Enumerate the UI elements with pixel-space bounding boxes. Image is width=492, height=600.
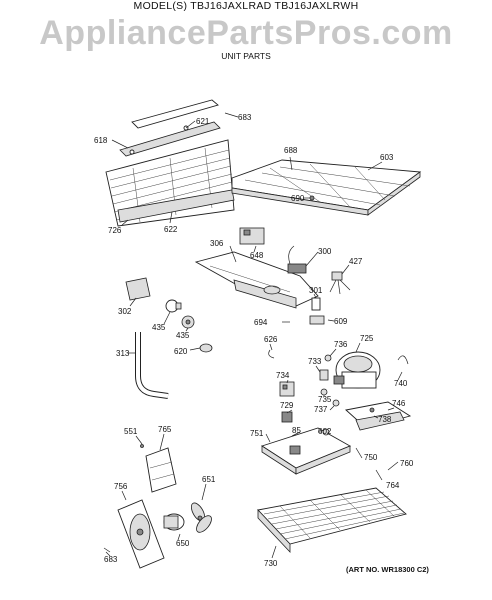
label-740: 740 <box>394 379 408 388</box>
part-302[interactable] <box>125 277 151 301</box>
part-729[interactable] <box>281 411 293 423</box>
label-651: 651 <box>202 475 216 484</box>
label-650: 650 <box>176 539 190 548</box>
part-620[interactable] <box>199 343 213 353</box>
panel-765[interactable] <box>145 447 177 493</box>
temperature-control-648[interactable] <box>239 227 265 245</box>
relay-734[interactable] <box>279 381 295 397</box>
condenser-coil-730[interactable] <box>257 487 407 554</box>
label-609: 609 <box>334 317 348 326</box>
part-551[interactable] <box>140 444 144 448</box>
part-737[interactable] <box>332 399 340 407</box>
lamp-socket-435[interactable] <box>181 315 195 329</box>
label-730: 730 <box>264 559 278 568</box>
label-725: 725 <box>360 334 374 343</box>
screw-683[interactable] <box>103 547 111 553</box>
label-302: 302 <box>118 307 132 316</box>
part-733[interactable] <box>319 369 329 381</box>
part-626[interactable] <box>268 349 275 359</box>
part-764[interactable] <box>375 469 383 481</box>
label-733: 733 <box>308 357 322 366</box>
label-603: 603 <box>380 153 394 162</box>
label-306: 306 <box>210 239 224 248</box>
part-736[interactable] <box>324 354 332 362</box>
drain-pan-751[interactable] <box>260 427 352 475</box>
label-738: 738 <box>378 415 392 424</box>
part-750[interactable] <box>355 447 363 459</box>
label-618: 618 <box>94 136 108 145</box>
label-760: 760 <box>400 459 414 468</box>
label-648: 648 <box>250 251 264 260</box>
label-694: 694 <box>254 318 268 327</box>
label-726: 726 <box>108 226 122 235</box>
label-621: 621 <box>196 117 210 126</box>
control-housing[interactable] <box>194 251 319 309</box>
part-738[interactable] <box>355 411 405 431</box>
label-551: 551 <box>124 427 138 436</box>
label-736: 736 <box>334 340 348 349</box>
part-301[interactable] <box>311 297 321 311</box>
label-690: 690 <box>291 194 305 203</box>
label-313: 313 <box>116 349 130 358</box>
label-622: 622 <box>164 225 178 234</box>
label-688: 688 <box>284 146 298 155</box>
evaporator-cover[interactable] <box>231 159 422 216</box>
label-301: 301 <box>309 286 323 295</box>
fan-motor-650[interactable] <box>163 513 185 531</box>
label-300: 300 <box>318 247 332 256</box>
compressor-725[interactable] <box>333 351 381 389</box>
label-737: 737 <box>314 405 328 414</box>
wire-harness-427[interactable] <box>329 271 351 295</box>
label-435-bulb: 435 <box>152 323 166 332</box>
label-683-bottom: 683 <box>104 555 118 564</box>
switch-300[interactable] <box>287 245 307 274</box>
label-765: 765 <box>158 425 172 434</box>
label-435-socket: 435 <box>176 331 190 340</box>
label-729: 729 <box>280 401 294 410</box>
label-750: 750 <box>364 453 378 462</box>
label-626: 626 <box>264 335 278 344</box>
fan-blade-651[interactable] <box>189 501 215 535</box>
watermark-text: AppliancePartsPros.com <box>39 14 453 52</box>
label-620: 620 <box>174 347 188 356</box>
label-756: 756 <box>114 482 128 491</box>
label-735: 735 <box>318 395 332 404</box>
label-683-top: 683 <box>238 113 252 122</box>
part-760[interactable] <box>387 461 399 471</box>
label-602: 602 <box>318 427 332 436</box>
fan-shroud-756[interactable] <box>117 499 165 569</box>
label-734: 734 <box>276 371 290 380</box>
model-header: MODEL(S) TBJ16JAXLRAD TBJ16JAXLRWH <box>133 0 359 12</box>
light-bulb-435[interactable] <box>165 299 182 313</box>
label-427: 427 <box>349 257 363 266</box>
label-764: 764 <box>386 481 400 490</box>
evaporator-assembly[interactable] <box>105 99 235 227</box>
part-609[interactable] <box>309 315 325 325</box>
label-751: 751 <box>250 429 264 438</box>
art-number: (ART NO. WR18300 C2) <box>346 565 429 574</box>
section-title: UNIT PARTS <box>221 51 271 61</box>
label-746: 746 <box>392 399 406 408</box>
drain-tube-313[interactable] <box>135 332 169 399</box>
label-85: 85 <box>292 426 301 435</box>
part-740[interactable] <box>397 355 409 365</box>
part-602[interactable] <box>322 428 330 436</box>
